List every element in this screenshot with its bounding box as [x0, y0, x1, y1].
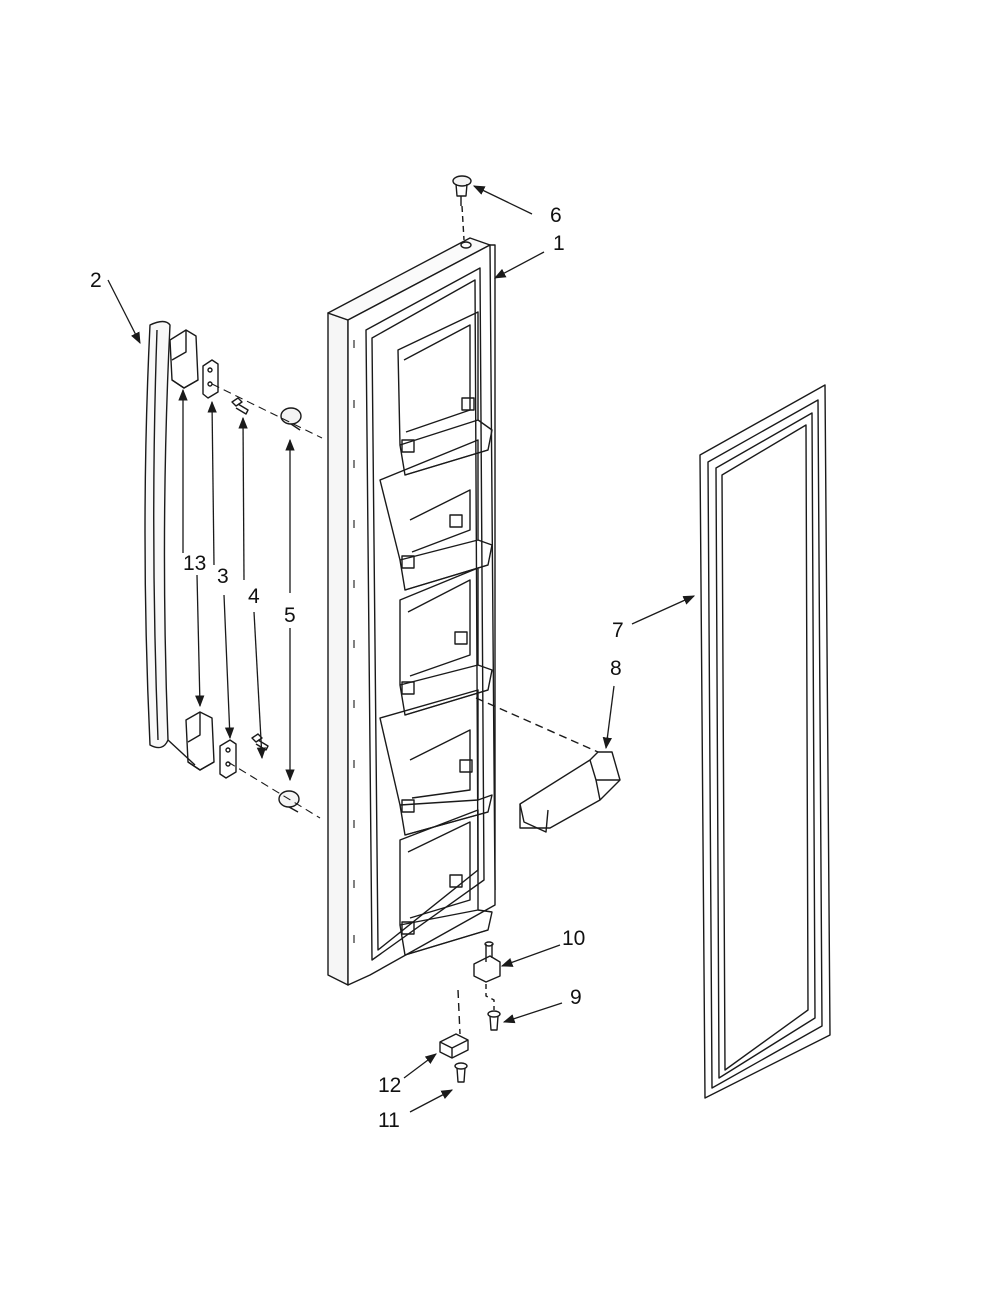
callout-5: 5: [284, 604, 296, 627]
handle-end-cap: [167, 711, 215, 771]
door-gasket: [699, 384, 831, 1099]
callout-4: 4: [248, 585, 260, 608]
handle-screw: [231, 397, 249, 415]
bottom-bracket: [439, 1033, 469, 1059]
door-hinge: [473, 941, 501, 983]
mounting-bracket: [219, 739, 237, 779]
door-shelf: [379, 689, 493, 836]
top-plug: [452, 175, 472, 206]
bracket-screw: [454, 1062, 468, 1083]
callout-9: 9: [570, 986, 582, 1009]
callout-3: 3: [217, 565, 229, 588]
callout-7: 7: [612, 619, 624, 642]
shelf-bin: [519, 751, 621, 833]
callout-8: 8: [610, 657, 622, 680]
washer: [278, 790, 300, 813]
callout-6: 6: [550, 204, 562, 227]
callout-labels: 6 1 2 13 3 4 5 7 8 10 9 12 11: [90, 204, 624, 1132]
hinge-screw: [487, 1010, 501, 1031]
callout-1: 1: [553, 232, 565, 255]
callout-11: 11: [378, 1109, 400, 1132]
callout-13: 13: [183, 552, 206, 575]
mounting-bracket: [202, 359, 219, 399]
door-shelf: [379, 439, 493, 591]
callout-12: 12: [378, 1074, 401, 1097]
door-assembly: [327, 237, 496, 986]
door-shelf: [399, 809, 493, 956]
door-handle: [144, 320, 171, 749]
callout-2: 2: [90, 269, 102, 292]
handle-screw: [251, 733, 269, 751]
door-shelf: [397, 311, 493, 476]
handle-end-cap: [169, 329, 199, 389]
callout-10: 10: [562, 927, 585, 950]
door-shelf: [399, 567, 493, 716]
